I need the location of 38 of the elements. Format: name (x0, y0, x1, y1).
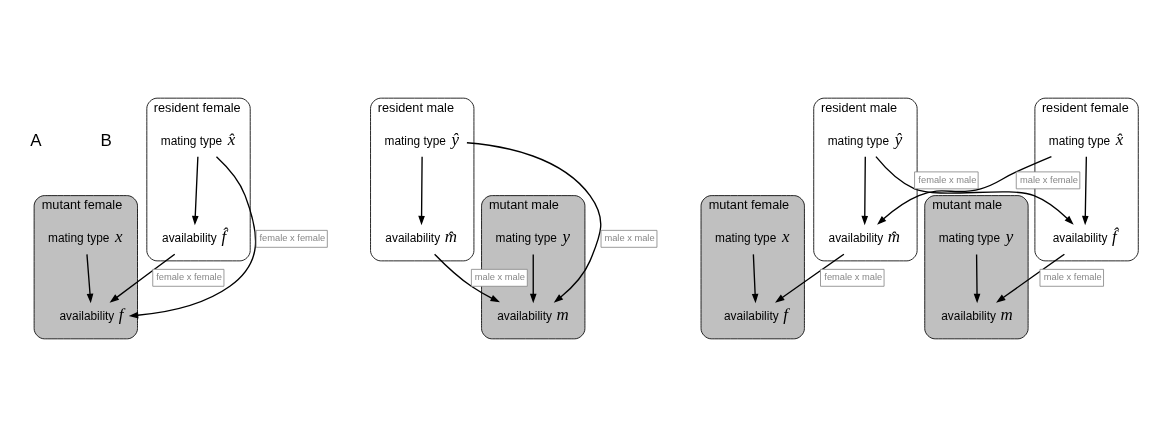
node-text: availability f (59, 305, 124, 325)
node-text: mating type x (48, 227, 123, 247)
arrow (128, 156, 257, 319)
node-text: availability m (497, 305, 569, 325)
label: A (30, 130, 42, 150)
arrow (191, 156, 199, 226)
node-text: mating type x (715, 227, 790, 247)
node-text: mating type x̂ (160, 129, 236, 149)
node-text: availability m (941, 305, 1013, 325)
arrow (418, 156, 425, 226)
arrow (861, 156, 869, 226)
edge-label: female x male (918, 174, 977, 185)
node-text: availability m̂ (385, 227, 457, 247)
arrow (1081, 156, 1089, 226)
edge-label: female x male (824, 272, 883, 283)
arrow (86, 253, 94, 304)
arrow (529, 253, 537, 304)
edge-label: male x male (604, 233, 655, 244)
edge-label: female x female (156, 272, 222, 283)
edge-label: female x female (259, 233, 326, 244)
node-text: mating type y (495, 227, 571, 247)
arrow (433, 253, 501, 303)
node-text: availability f̂ (1052, 227, 1117, 247)
arrow (973, 253, 981, 304)
node-text: availability f̂ (162, 227, 227, 247)
arrow (775, 253, 845, 303)
node-text: mating type x̂ (1048, 129, 1124, 149)
node-text: availability f (723, 305, 788, 325)
node-text: mating type ŷ (827, 129, 903, 149)
arrow (751, 253, 759, 304)
node-text: availability m̂ (828, 227, 901, 247)
node-text: mating type ŷ (384, 129, 459, 149)
arrow (996, 253, 1066, 303)
node-text: mating type y (938, 227, 1014, 247)
arrow (466, 142, 602, 303)
edge-label: male x female (1043, 272, 1102, 283)
arrow (109, 253, 176, 303)
label: B (100, 130, 112, 150)
